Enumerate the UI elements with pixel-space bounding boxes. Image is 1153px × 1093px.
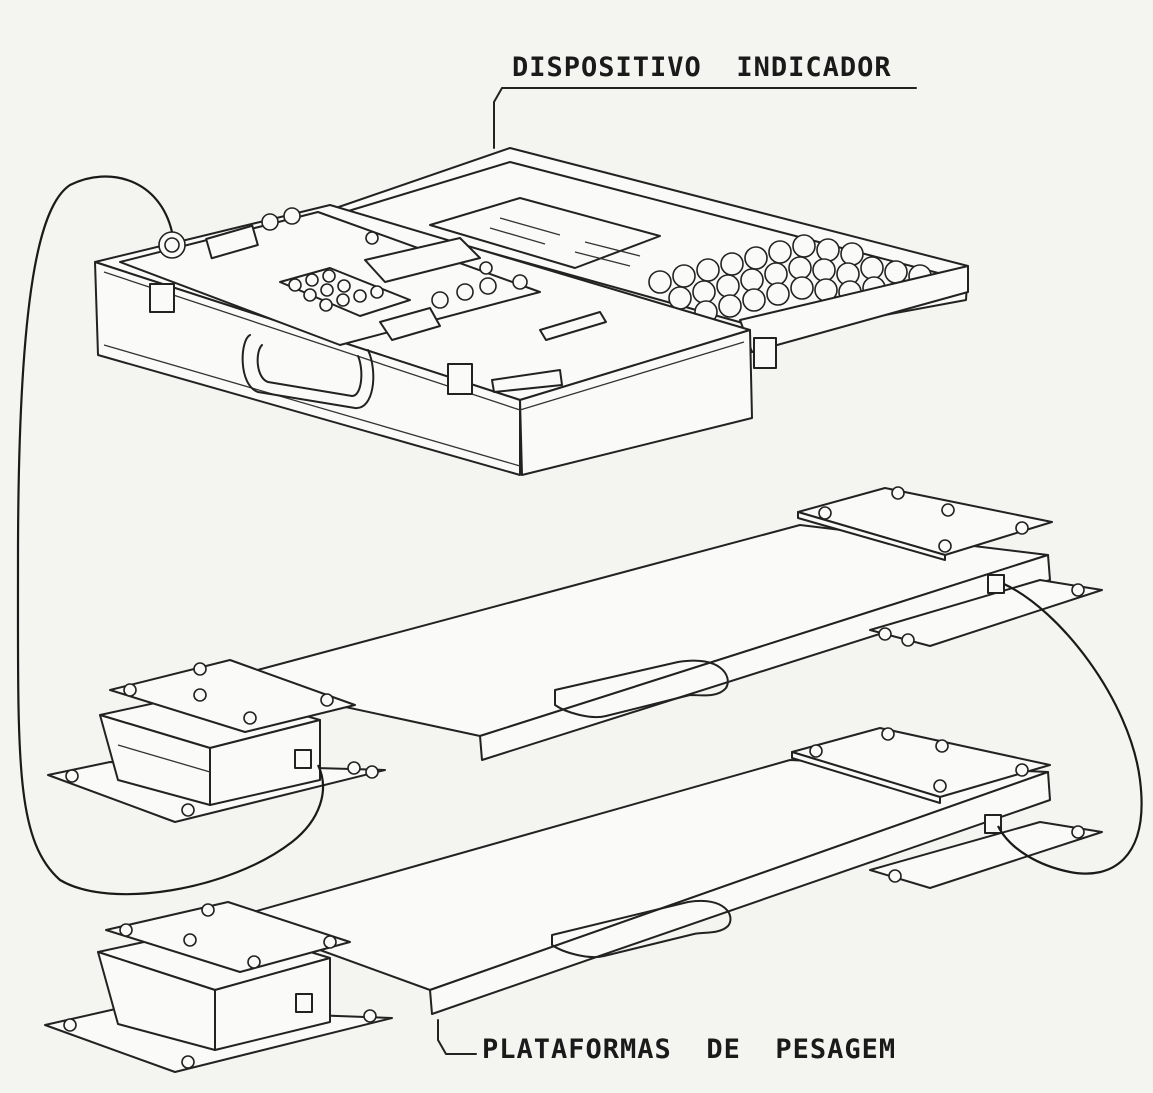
upper-far-port	[987, 574, 1005, 594]
lower-far-port	[984, 814, 1002, 834]
lower-near-port	[295, 993, 313, 1013]
platform-link-cable	[997, 583, 1143, 875]
indicator-case	[94, 147, 969, 476]
case-handle	[241, 334, 375, 410]
platforms-leader-line	[437, 1019, 477, 1055]
indicator-label: DISPOSITIVO INDICADOR	[512, 52, 892, 83]
right-latch	[447, 363, 473, 395]
foam-padding	[648, 234, 932, 324]
indicator-cable	[16, 175, 325, 896]
indicator-leader-line	[493, 87, 917, 149]
lid-display-panel	[429, 197, 661, 269]
corner-bracket	[491, 369, 563, 393]
cables	[16, 175, 1143, 896]
platforms-label: PLATAFORMAS DE PESAGEM	[482, 1034, 897, 1065]
control-panel	[119, 207, 607, 346]
lower-weighing-platform	[44, 727, 1103, 1073]
upper-near-port	[294, 749, 312, 769]
left-latch	[149, 283, 175, 313]
upper-weighing-platform	[47, 486, 1103, 823]
connector-socket	[158, 231, 186, 259]
